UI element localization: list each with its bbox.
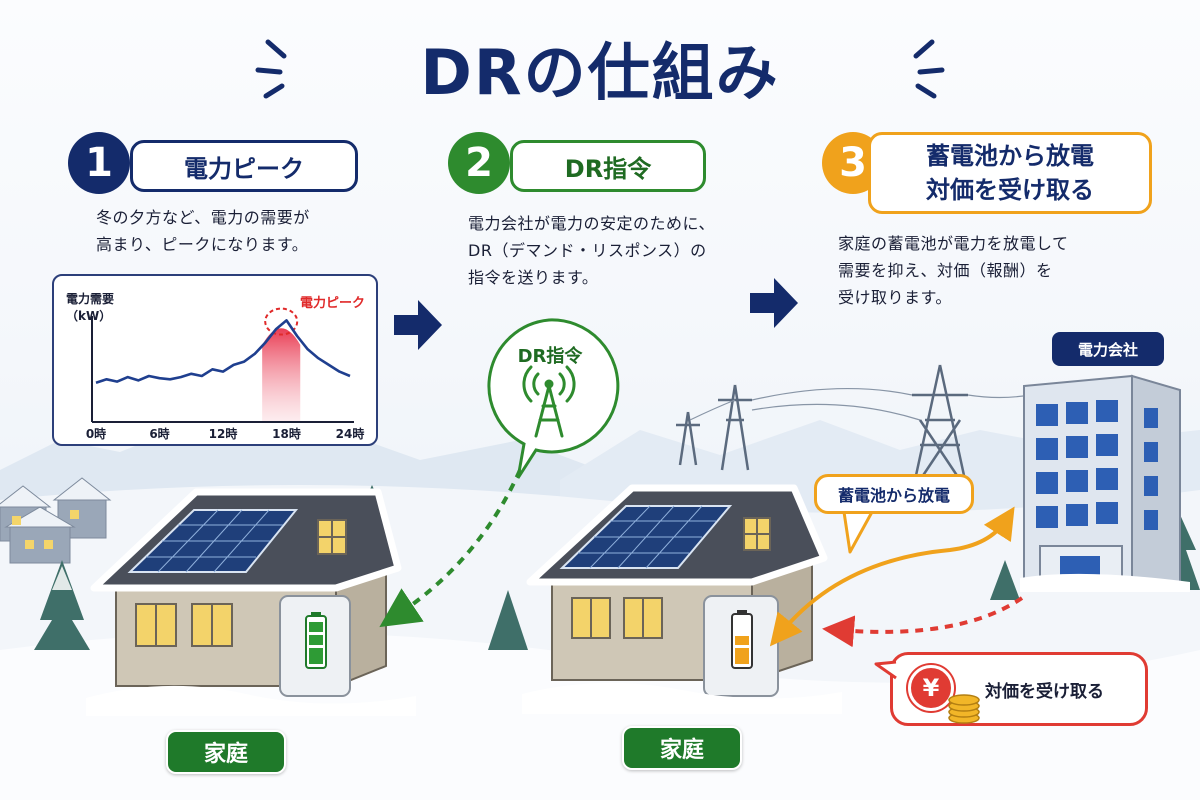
step-3-number: 3 bbox=[839, 140, 867, 186]
step-1-title: 電力ピーク bbox=[184, 154, 304, 183]
demand-graph-card: 電力需要 （kW） 0時 6時 12時 18時 24時 電力ピーク bbox=[52, 274, 378, 446]
step-1-number: 1 bbox=[85, 140, 113, 186]
title-sparkles-left bbox=[255, 39, 287, 99]
antenna-icon bbox=[522, 365, 576, 438]
house-illustration-2 bbox=[522, 484, 842, 714]
dr-signal-bubble bbox=[487, 318, 620, 479]
step-1-desc-line-1: 冬の夕方など、電力の需要が bbox=[96, 208, 310, 227]
graph-ylabel-line-2: （kW） bbox=[66, 309, 112, 323]
x-tick-label: 0時 bbox=[86, 426, 106, 441]
solar-panel-icon bbox=[127, 509, 299, 573]
arrow-step1-to-step2 bbox=[394, 300, 442, 350]
peak-label: 電力ピーク bbox=[300, 296, 366, 311]
step-3-desc-line-3: 受け取ります。 bbox=[838, 288, 952, 307]
peak-highlight-band bbox=[262, 328, 301, 422]
home-battery-unit bbox=[703, 595, 779, 697]
dr-command-arrow bbox=[379, 469, 522, 628]
solar-panel-icon bbox=[559, 505, 733, 569]
house-label-1: 家庭 bbox=[166, 730, 286, 774]
house-label-2: 家庭 bbox=[622, 726, 742, 770]
x-tick-label: 6時 bbox=[149, 426, 169, 441]
arrow-step2-to-step3 bbox=[750, 278, 798, 328]
reward-bubble-tail bbox=[874, 660, 897, 680]
house-label-2-text: 家庭 bbox=[659, 738, 704, 763]
dr-signal-label: DR指令 bbox=[517, 346, 583, 367]
home-battery-unit bbox=[279, 595, 351, 697]
step-2-desc-line-1: 電力会社が電力の安定のために、 bbox=[468, 214, 716, 233]
step-3-title-box: 蓄電池から放電 対価を受け取る bbox=[868, 132, 1152, 214]
step-3-description: 家庭の蓄電池が電力を放電して 需要を抑え、対価（報酬）を 受け取ります。 bbox=[838, 230, 1138, 311]
house-label-1-text: 家庭 bbox=[203, 742, 248, 767]
coin-stack-icon bbox=[948, 694, 980, 724]
x-tick-label: 24時 bbox=[336, 426, 365, 441]
reward-arrow bbox=[822, 596, 1024, 648]
graph-ylabel-line-1: 電力需要 bbox=[66, 292, 115, 306]
step-2-badge: 2 bbox=[448, 132, 510, 194]
step-3-title-line-2: 対価を受け取る bbox=[926, 176, 1094, 204]
x-tick-label: 12時 bbox=[209, 426, 238, 441]
demand-graph: 0時 6時 12時 18時 24時 bbox=[86, 307, 365, 441]
step-1-title-box: 電力ピーク bbox=[130, 140, 358, 192]
power-company-label: 電力会社 bbox=[1052, 332, 1164, 366]
step-1-desc-line-2: 高まり、ピークになります。 bbox=[96, 235, 309, 254]
house-illustration-1 bbox=[86, 488, 416, 716]
yen-symbol: ¥ bbox=[922, 674, 940, 702]
demand-line bbox=[95, 319, 351, 384]
step-2-number: 2 bbox=[465, 140, 493, 186]
page-title: DRの仕組み bbox=[420, 36, 780, 109]
step-1-badge: 1 bbox=[68, 132, 130, 194]
step-3-title-line-1: 蓄電池から放電 bbox=[926, 142, 1094, 170]
battery-to-company-arrow bbox=[769, 506, 1015, 647]
x-tick-label: 18時 bbox=[272, 426, 301, 441]
step-2-desc-line-2: DR（デマンド・リスポンス）の bbox=[468, 241, 707, 260]
step-2-description: 電力会社が電力の安定のために、 DR（デマンド・リスポンス）の 指令を送ります。 bbox=[468, 210, 758, 291]
step-2-desc-line-3: 指令を送ります。 bbox=[468, 268, 599, 287]
step-1-description: 冬の夕方など、電力の需要が 高まり、ピークになります。 bbox=[96, 204, 396, 258]
yen-icon: ¥ bbox=[908, 665, 954, 711]
step-2-title: DR指令 bbox=[564, 154, 652, 183]
step-2-title-box: DR指令 bbox=[510, 140, 706, 192]
reward-label: 対価を受け取る bbox=[985, 681, 1104, 702]
step-3-desc-line-2: 需要を抑え、対価（報酬）を bbox=[838, 261, 1053, 280]
title-sparkles-right bbox=[913, 39, 945, 99]
discharge-label: 蓄電池から放電 bbox=[837, 486, 950, 505]
power-company-building bbox=[1020, 374, 1190, 592]
step-3-desc-line-1: 家庭の蓄電池が電力を放電して bbox=[838, 234, 1069, 253]
